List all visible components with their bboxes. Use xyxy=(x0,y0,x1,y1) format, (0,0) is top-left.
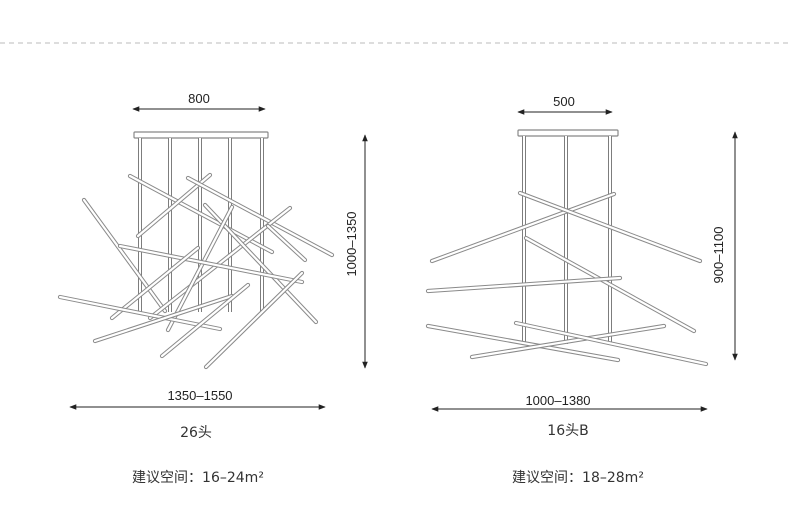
left-fixture: 800 xyxy=(57,91,368,486)
right-fixture: 500 900–1100 1000–1380 16头B 建议空间：18–28m² xyxy=(425,94,738,486)
left-canopy xyxy=(133,131,269,139)
right-light-rods xyxy=(425,190,709,367)
left-model-label: 26头 xyxy=(180,425,212,441)
right-canopy xyxy=(517,129,619,137)
left-room-size-label: 建议空间：16–24m² xyxy=(132,470,264,486)
right-suspension-wires xyxy=(522,136,612,344)
right-room-size-label: 建议空间：18–28m² xyxy=(512,470,644,486)
left-span-label: 1350–1550 xyxy=(167,388,232,403)
left-top-width-label: 800 xyxy=(188,91,210,106)
left-suspension-wires xyxy=(138,138,264,312)
right-model-label: 16头B xyxy=(547,423,588,439)
right-height-label: 900–1100 xyxy=(711,227,726,284)
right-top-width-label: 500 xyxy=(553,94,575,109)
right-span-label: 1000–1380 xyxy=(525,393,590,408)
left-light-rods xyxy=(57,172,335,370)
left-height-label: 1000–1350 xyxy=(344,211,359,276)
